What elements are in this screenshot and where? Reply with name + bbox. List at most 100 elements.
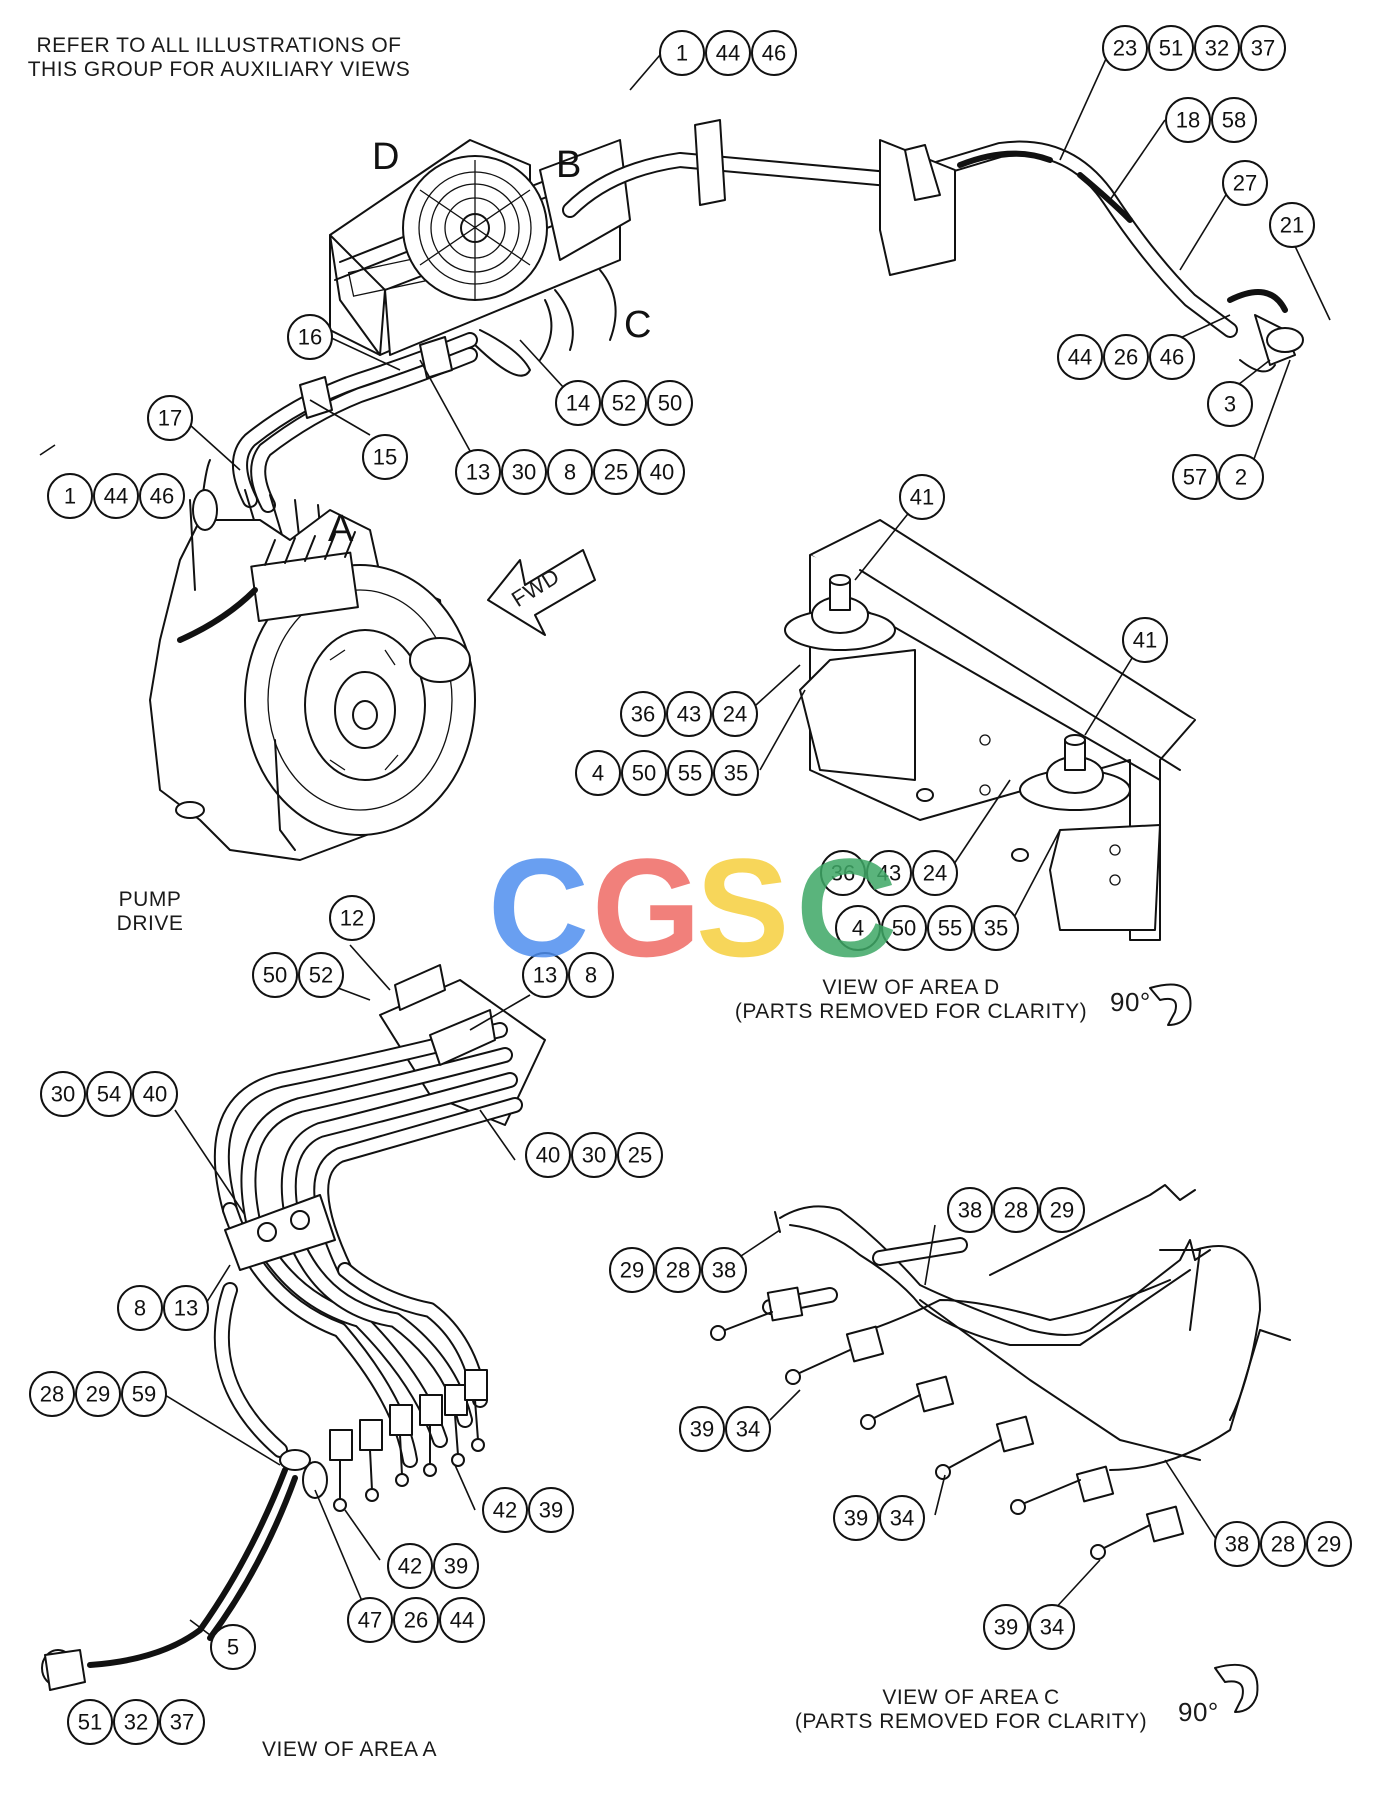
upper-hose-run	[562, 119, 1304, 373]
callout-balloon	[525, 1132, 571, 1178]
callout-balloon	[983, 1604, 1029, 1650]
pump-drive-line2: DRIVE	[116, 912, 184, 935]
callout-number: 13	[466, 460, 490, 485]
callout-balloon	[1165, 97, 1211, 143]
refer-note-line2: THIS GROUP FOR AUXILIARY VIEWS	[27, 58, 411, 81]
callout-number: 54	[97, 1082, 121, 1107]
callout-balloon	[159, 1699, 205, 1745]
callout-number: 12	[340, 906, 364, 931]
callout-number: 2	[1235, 465, 1247, 490]
callout-balloon	[866, 850, 912, 896]
callout-number: 29	[620, 1258, 644, 1283]
callout-balloon	[501, 449, 547, 495]
callout-balloon	[601, 380, 647, 426]
rotation-arrow-c-icon	[1214, 1663, 1259, 1713]
refer-note-line1: REFER TO ALL ILLUSTRATIONS OF	[36, 34, 402, 57]
callout-number: 34	[890, 1506, 914, 1531]
callout-balloon	[713, 750, 759, 796]
callout-balloon	[393, 1597, 439, 1643]
callout-balloon	[117, 1285, 163, 1331]
area-a-view	[41, 964, 546, 1691]
callout-balloon	[29, 1371, 75, 1417]
callout-balloon	[655, 1247, 701, 1293]
callout-number: 35	[724, 761, 748, 786]
callout-number: 50	[658, 391, 682, 416]
callout-number: 26	[1114, 345, 1138, 370]
callout-number: 59	[132, 1382, 156, 1407]
callout-number: 46	[1160, 345, 1184, 370]
callout-number: 5	[227, 1635, 239, 1660]
callout-number: 42	[398, 1554, 422, 1579]
callout-group: 12	[329, 895, 375, 941]
callout-balloon	[528, 1487, 574, 1533]
callout-number: 50	[632, 761, 656, 786]
callout-balloon	[482, 1487, 528, 1533]
callout-number: 43	[877, 861, 901, 886]
callout-balloon	[1222, 160, 1268, 206]
callout-balloon	[139, 473, 185, 519]
callout-number: 39	[844, 1506, 868, 1531]
callout-number: 42	[493, 1498, 517, 1523]
area-c-view	[710, 1184, 1291, 1560]
callout-balloon	[1039, 1187, 1085, 1233]
callout-balloon	[751, 30, 797, 76]
fwd-arrow	[487, 549, 596, 636]
callout-balloon	[639, 449, 685, 495]
callout-number: 39	[690, 1417, 714, 1442]
watermark-letter: C	[796, 829, 904, 986]
callout-balloon	[568, 952, 614, 998]
callout-balloon	[147, 395, 193, 441]
pump-drive-line1: PUMP	[118, 888, 182, 911]
callout-balloon	[547, 449, 593, 495]
callout-number: 34	[1040, 1615, 1064, 1640]
callout-balloon	[1207, 381, 1253, 427]
watermark-letter: C	[488, 829, 596, 986]
callout-number: 1	[676, 41, 688, 66]
callout-balloon	[347, 1597, 393, 1643]
callout-number: 40	[650, 460, 674, 485]
callout-number: 35	[984, 916, 1008, 941]
callout-number: 25	[628, 1143, 652, 1168]
callout-balloon	[67, 1699, 113, 1745]
callout-balloon	[1172, 454, 1218, 500]
callout-balloon	[666, 691, 712, 737]
callout-group: 15	[362, 434, 408, 480]
callout-number: 28	[1271, 1532, 1295, 1557]
callout-balloon	[1148, 25, 1194, 71]
callout-balloon	[113, 1699, 159, 1745]
callout-number: 16	[298, 325, 322, 350]
callout-number: 44	[104, 484, 128, 509]
callout-balloon	[647, 380, 693, 426]
area-d-title: VIEW OF AREA D	[822, 976, 1000, 999]
callout-balloon	[725, 1406, 771, 1452]
rotation-arrow-d-icon	[1149, 983, 1192, 1026]
callout-number: 44	[1068, 345, 1092, 370]
callout-number: 36	[631, 702, 655, 727]
callout-balloon	[705, 30, 751, 76]
callout-number: 8	[134, 1296, 146, 1321]
callout-number: 21	[1280, 213, 1304, 238]
callout-balloon	[121, 1371, 167, 1417]
callout-balloon	[1218, 454, 1264, 500]
callout-number: 39	[444, 1554, 468, 1579]
callout-number: 14	[566, 391, 590, 416]
callout-group: 41	[1122, 617, 1168, 663]
callout-number: 40	[536, 1143, 560, 1168]
watermark-letter: G	[592, 829, 707, 986]
callout-group: 16	[287, 314, 333, 360]
callout-number: 34	[736, 1417, 760, 1442]
